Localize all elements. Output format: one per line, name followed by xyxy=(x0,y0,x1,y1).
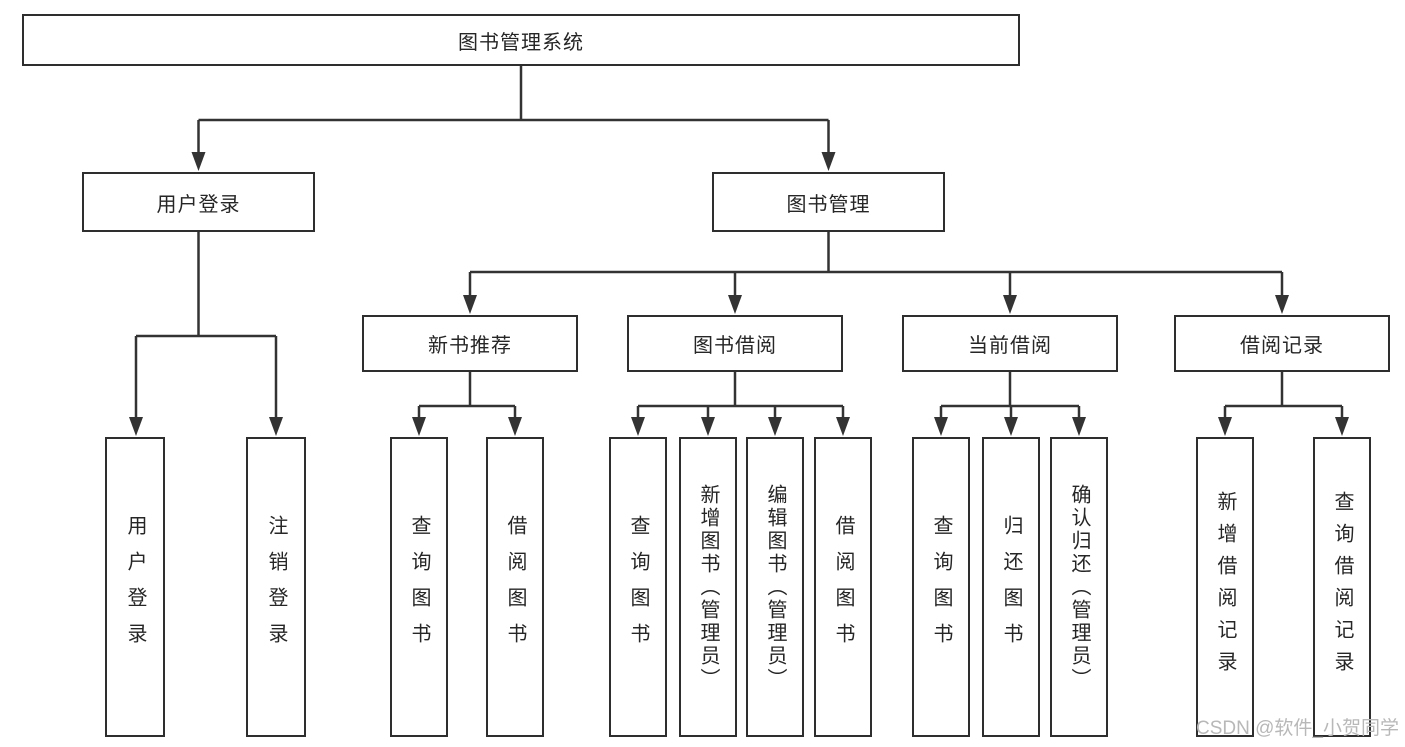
node-label: 用户登录 xyxy=(156,193,241,216)
leaf-confirm-return-admin: 确认归还（管理员） xyxy=(1050,437,1108,737)
leaf-label: 查询图书 xyxy=(408,515,430,659)
leaf-label: 编辑图书（管理员） xyxy=(764,483,786,691)
leaf-label: 查询图书 xyxy=(930,515,952,659)
node-label: 借阅记录 xyxy=(1240,335,1324,357)
leaf-label: 确认归还（管理员） xyxy=(1068,483,1090,691)
arrowheads xyxy=(129,152,1349,436)
csdn-watermark: CSDN @软件_小贺同学 xyxy=(1196,718,1399,739)
node-user-login-branch: 用户登录 xyxy=(82,172,315,232)
leaf-query-books-current: 查询图书 xyxy=(912,437,970,737)
node-book-borrow: 图书借阅 xyxy=(627,315,843,372)
leaf-user-login: 用户登录 xyxy=(105,437,165,737)
node-label: 当前借阅 xyxy=(968,335,1052,357)
leaf-label: 借阅图书 xyxy=(504,515,526,659)
node-label: 图书借阅 xyxy=(693,335,777,357)
node-label: 图书管理 xyxy=(786,193,871,216)
node-book-management-branch: 图书管理 xyxy=(712,172,945,232)
leaf-query-books-recommend: 查询图书 xyxy=(390,437,448,737)
leaf-label: 借阅图书 xyxy=(832,515,854,659)
leaf-add-borrow-record: 新增借阅记录 xyxy=(1196,437,1254,737)
node-root: 图书管理系统 xyxy=(22,14,1020,66)
leaf-query-books-borrow: 查询图书 xyxy=(609,437,667,737)
leaf-label: 查询图书 xyxy=(627,515,649,659)
leaf-borrow-books: 借阅图书 xyxy=(814,437,872,737)
leaf-query-borrow-record: 查询借阅记录 xyxy=(1313,437,1371,737)
leaf-label: 新增图书（管理员） xyxy=(697,483,719,691)
leaf-borrow-books-recommend: 借阅图书 xyxy=(486,437,544,737)
leaf-label: 注销登录 xyxy=(265,515,287,659)
node-current-borrow: 当前借阅 xyxy=(902,315,1118,372)
leaf-label: 新增借阅记录 xyxy=(1214,491,1236,683)
leaf-add-books-admin: 新增图书（管理员） xyxy=(679,437,737,737)
leaf-return-books: 归还图书 xyxy=(982,437,1040,737)
leaf-label: 用户登录 xyxy=(124,515,146,659)
node-root-label: 图书管理系统 xyxy=(458,31,584,54)
node-new-book-recommend: 新书推荐 xyxy=(362,315,578,372)
leaf-label: 查询借阅记录 xyxy=(1331,491,1353,683)
leaf-label: 归还图书 xyxy=(1000,515,1022,659)
leaf-edit-books-admin: 编辑图书（管理员） xyxy=(746,437,804,737)
connector-path xyxy=(134,65,1344,419)
node-borrow-records: 借阅记录 xyxy=(1174,315,1390,372)
node-label: 新书推荐 xyxy=(428,335,512,357)
leaf-logout: 注销登录 xyxy=(246,437,306,737)
